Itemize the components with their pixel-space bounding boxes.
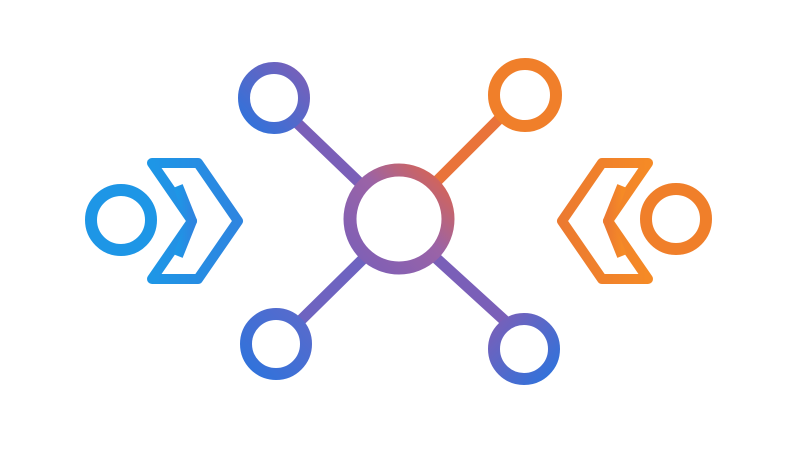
spoke-lines (224, 112, 576, 329)
node-top-right (488, 58, 562, 132)
spoke-top-left (286, 112, 372, 195)
hub-circle (343, 163, 455, 275)
spoke-bottom-left (292, 252, 370, 329)
right-chevron-inner (603, 184, 627, 258)
left-chevron-inner (173, 184, 197, 258)
node-left (85, 184, 157, 256)
node-right (640, 183, 712, 255)
node-top-left (238, 62, 310, 134)
node-bottom-left (240, 308, 312, 380)
node-bottom-right (488, 313, 560, 385)
right-arrow-fletching-icon (557, 158, 653, 284)
spoke-bottom-right (430, 252, 510, 326)
left-arrow-fletching-icon (147, 158, 243, 284)
spoke-top-right (432, 114, 504, 186)
